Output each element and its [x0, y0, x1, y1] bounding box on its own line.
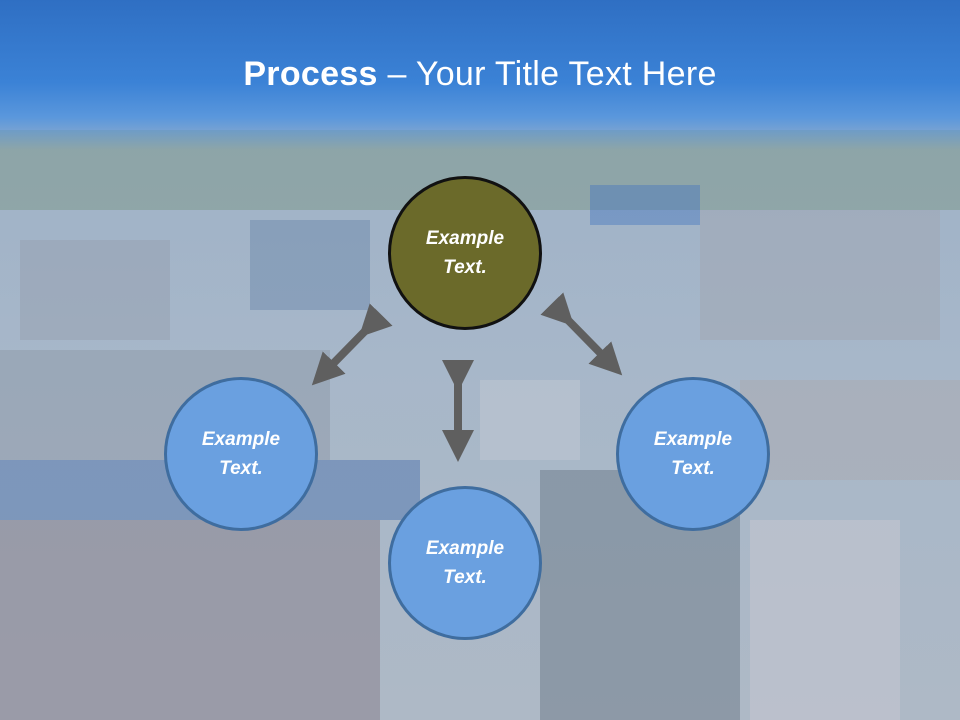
process-node-right: Example Text. [616, 377, 770, 531]
process-node-right-label: Example Text. [653, 429, 733, 479]
title-bar [0, 0, 960, 150]
process-node-top: Example Text. [388, 176, 542, 330]
process-node-left-label: Example Text. [201, 429, 281, 479]
title-rest: – Your Title Text Here [377, 55, 717, 93]
process-node-top-label: Example Text. [425, 228, 505, 278]
process-node-bottom: Example Text. [388, 486, 542, 640]
arrow-center-right [540, 292, 623, 376]
arrow-center-left [311, 303, 393, 386]
slide-title: Process – Your Title Text Here [0, 50, 960, 98]
title-bold: Process [243, 55, 378, 93]
process-node-left: Example Text. [164, 377, 318, 531]
process-node-bottom-label: Example Text. [425, 538, 505, 588]
